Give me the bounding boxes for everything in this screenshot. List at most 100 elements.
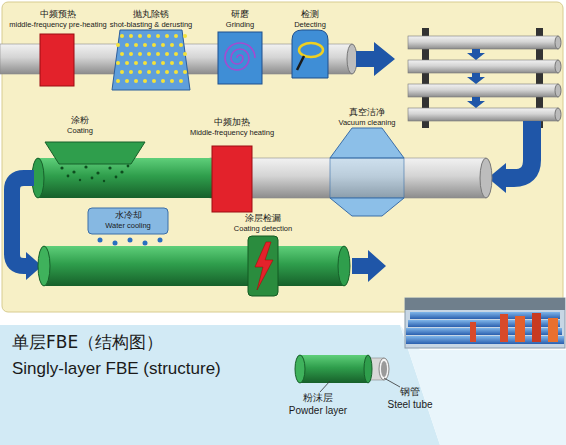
station-name-en: Grinding [226,21,254,29]
grinding-station-shape-part [225,43,255,70]
blasting-station-shape-part [161,79,165,83]
factory-photo-part [532,313,541,342]
coated-pipe-part [480,158,492,198]
blasting-station-shape-part [143,79,147,83]
station-name-en: shot-blasting & derusting [110,21,193,29]
holiday-detector-shape-part [255,242,273,290]
blasting-station-shape-part [147,52,151,56]
station-name-en: Middle-frequency heating [190,129,274,137]
coated-pipe [38,246,350,286]
blasting-station-shape-part [174,34,178,38]
factory-photo [405,298,565,348]
vacuum-cleaner-shape [330,128,404,216]
heater-box: 中频预热middle-frequency pre-heating [40,34,74,86]
part-name: Powder layer [289,406,347,416]
part-name: Steel tube [387,400,432,410]
blasting-station-shape-part [156,34,160,38]
blasting-station-shape-part [165,34,169,38]
blasting-station-shape-part [134,43,138,47]
blasting-station-shape-part [116,79,120,83]
powder-spray-part [103,180,105,182]
fbe-pipe-illustration-part [295,355,305,383]
holiday-detector-shape-part [248,236,278,296]
fbe-pipe-illustration-part [381,361,387,377]
blasting-station-shape-part [112,30,190,90]
blasting-station-shape-part [125,61,129,65]
flow-arrow [352,250,386,282]
blasting-station-shape-part [143,43,147,47]
structure-title: 单层FBE（结构图） [12,334,163,351]
blasting-station-shape-part [138,34,142,38]
down-arrow-part [467,97,485,108]
powder-spray-part [60,166,63,169]
heater-box-shape [40,34,74,86]
station-name-en: Coating [67,127,93,135]
powder-spray-part [79,179,81,181]
blasting-station-shape-part [156,70,160,74]
station-name-zh: 水冷却 [115,211,142,220]
part-name: 钢管 [400,387,420,397]
turn-arrow [12,178,42,280]
down-arrow-part [467,73,485,84]
blasting-station-shape-part [156,52,160,56]
blasting-station-shape-part [179,43,183,47]
blasting-station: 抛丸除锈shot-blasting & derusting [112,30,190,90]
turn-arrow [488,121,532,193]
leader-line [320,378,400,392]
water-cooler: 水冷却 Water cooling [88,208,168,234]
blasting-station-shape-part [116,43,120,47]
station-name-zh: 抛丸除锈 [133,10,169,19]
coated-pipe-part [338,246,350,286]
powder-hopper: 涂粉Coating [45,142,145,164]
bare-pipe-part [347,44,357,74]
blasting-station-shape-part [134,61,138,65]
pipe-rack [408,28,561,128]
coated-pipe-part [44,246,344,286]
station-name-en: Coating detection [234,225,292,233]
powder-spray-part [108,166,111,169]
vacuum-cleaner: 真空洁净Vacuum cleaning [330,128,404,216]
powder-spray-part [120,170,123,173]
blasting-station-shape-part [152,61,156,65]
factory-photo-part [405,298,565,310]
fbe-pipe-illustration-part [364,355,372,383]
blasting-station-shape-part [120,70,124,74]
powder-spray-part [91,177,94,180]
pipe-rack-part [555,108,561,121]
blasting-station-shape-part [143,61,147,65]
water-cooler-shape-part [88,208,168,234]
water-drops-part [128,238,133,243]
heater-box-shape-part [40,34,74,86]
station-name-zh: 真空洁净 [349,108,385,117]
station-name-zh: 研磨 [231,10,249,19]
blasting-station-shape-part [183,52,187,56]
station-name-en: Water cooling [105,222,151,230]
blasting-station-shape-part [165,52,169,56]
water-drops-part [143,241,148,246]
blasting-station-shape-part [161,43,165,47]
blasting-station-shape-part [147,70,151,74]
heater-box-shape [212,146,252,212]
down-arrow-part [467,49,485,60]
blasting-station-shape-part [183,34,187,38]
powder-spray [60,165,129,183]
detector-shape-part [292,30,328,78]
heater-box: 中频加热Middle-frequency heating [212,146,252,212]
powder-spray-part [84,165,87,168]
holiday-detector-shape [248,236,278,296]
station-name-en: middle-frequency pre-heating [9,21,107,29]
blasting-station-shape-part [116,61,120,65]
blasting-station-shape-part [129,70,133,74]
part-name: 粉沫层 [303,393,333,403]
flow-arrow-part [356,42,395,76]
grinding-station-shape-part [218,32,262,84]
powder-spray-part [115,176,118,179]
detector: 检测Detecting [288,30,332,78]
powder-spray-part [67,175,70,178]
blasting-station-shape-part [174,70,178,74]
grinding-station: 研磨Grinding [218,32,262,84]
structure-panel [0,325,566,445]
water-drops-part [98,238,103,243]
pipe-rack-part [408,60,558,73]
leader-line-part [384,378,400,387]
